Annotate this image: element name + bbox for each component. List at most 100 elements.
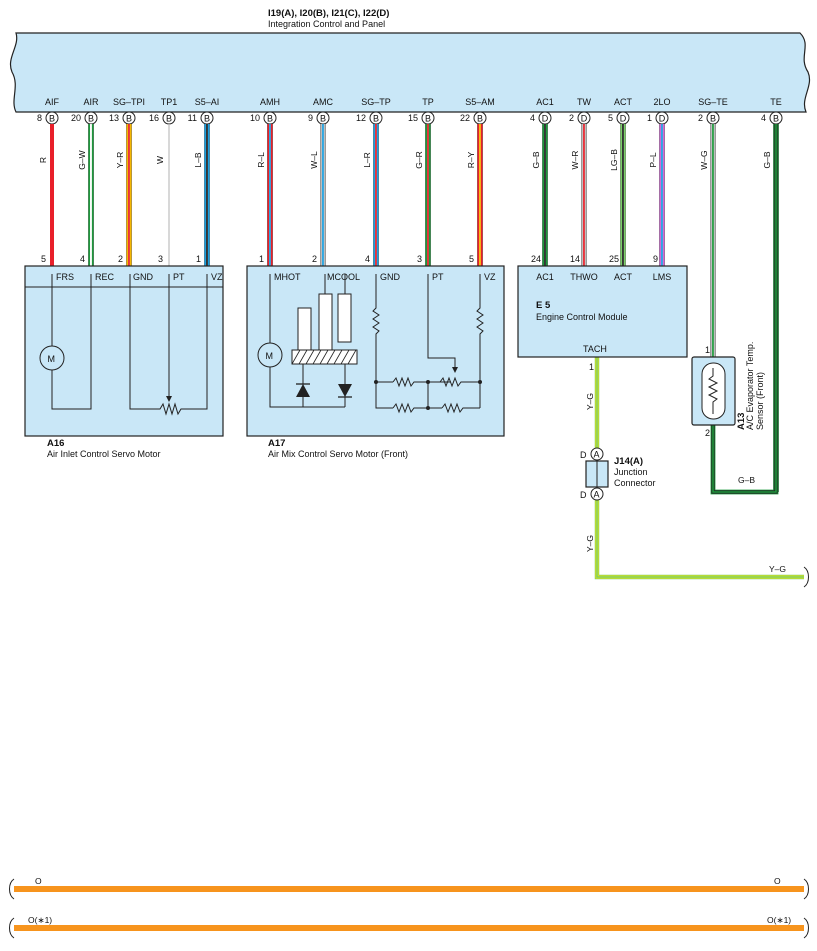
top-pin-name: S5–AI: [195, 97, 220, 107]
connector-letter: B: [88, 114, 94, 124]
top-pin-number: 2: [569, 113, 574, 123]
a17-pin-name: VZ: [484, 272, 496, 282]
bottom-bus-2: O(∗1) O(∗1): [9, 915, 809, 939]
connector-letter: D: [581, 114, 588, 124]
panel-subtitle: Integration Control and Panel: [268, 19, 385, 29]
loop-wire: [710, 124, 779, 495]
tach-wire-upper-label: Y–G: [585, 393, 595, 410]
a17-pin-number: 1: [259, 254, 264, 264]
j14-bottom-connector: A: [594, 490, 600, 500]
top-pin-name: TW: [577, 97, 591, 107]
connector-letter: B: [320, 114, 326, 124]
e5-pin-number: 24: [531, 254, 541, 264]
wire-color-label: R–L: [256, 152, 266, 168]
e5-name: Engine Control Module: [536, 312, 628, 322]
a16-pin-number: 5: [41, 254, 46, 264]
a16-pin-number: 1: [196, 254, 201, 264]
top-pin-number: 2: [698, 113, 703, 123]
e5-pin-name: AC1: [536, 272, 554, 282]
a17-pin-number: 4: [365, 254, 370, 264]
a16-pin-number: 3: [158, 254, 163, 264]
a16-pin-name: PT: [173, 272, 185, 282]
integration-panel: [10, 32, 810, 113]
e5-id: E 5: [536, 300, 551, 311]
j14-top-connector: A: [594, 450, 600, 460]
wire-color-label: G–B: [531, 151, 541, 168]
wire-color-label: Y–R: [115, 152, 125, 169]
a17-pin-number: 3: [417, 254, 422, 264]
a17-pin-name: GND: [380, 272, 401, 282]
a17-diode-1: [296, 384, 310, 397]
top-pin-number: 13: [109, 113, 119, 123]
a16-pin-name: FRS: [56, 272, 74, 282]
a17-pin-number: 5: [469, 254, 474, 264]
top-pin-number: 4: [761, 113, 766, 123]
tach-wire-lower-label: Y–G: [585, 535, 595, 552]
top-pin-number: 16: [149, 113, 159, 123]
top-pin-name: SG–TP: [361, 97, 391, 107]
connector-letter: B: [166, 114, 172, 124]
wire-color-label: G–W: [77, 150, 87, 169]
connector-letter: B: [373, 114, 379, 124]
bus-2-left-label: O(∗1): [28, 915, 52, 925]
connector-letter: B: [126, 114, 132, 124]
top-pin-name: 2LO: [653, 97, 670, 107]
a17-pin-name: MHOT: [274, 272, 301, 282]
bus-1-right-label: O: [774, 876, 781, 886]
top-pin-name: AC1: [536, 97, 554, 107]
bus-2-right-label: O(∗1): [767, 915, 791, 925]
top-pin-number: 8: [37, 113, 42, 123]
top-pin-name: TP1: [161, 97, 178, 107]
a17-pin-name: PT: [432, 272, 444, 282]
e5-pin-number: 25: [609, 254, 619, 264]
j14-id: J14(A): [614, 456, 643, 467]
wire-color-label: G–B: [762, 151, 772, 168]
a13-pin-top: 1: [705, 345, 710, 355]
wire-color-label: G–R: [414, 151, 424, 168]
wire-color-label: W–R: [570, 151, 580, 170]
wire-color-label: W: [155, 156, 165, 164]
a13-loop-wire-label: G–B: [738, 475, 755, 485]
j14-name: Junction: [614, 467, 648, 477]
connector-letter: B: [477, 114, 483, 124]
top-pin-number: 15: [408, 113, 418, 123]
loop-wire: [596, 500, 804, 578]
connector-letter: B: [773, 114, 779, 124]
bottom-bus-1: O O: [9, 876, 809, 900]
a16-id: A16: [47, 438, 64, 449]
a13-pin-bottom: 2: [705, 428, 710, 438]
j14-top-pin: D: [580, 450, 587, 460]
a16-pin-name: REC: [95, 272, 115, 282]
a17-diode-2: [338, 384, 352, 397]
e5-pin-number: 14: [570, 254, 580, 264]
top-pin-name: AIF: [45, 97, 60, 107]
tach-wire-out-label: Y–G: [769, 564, 786, 574]
a17-name: Air Mix Control Servo Motor (Front): [268, 449, 408, 459]
connector-letter: D: [542, 114, 549, 124]
bus-1-left-label: O: [35, 876, 42, 886]
a17-pin-name: MCOOL: [327, 272, 360, 282]
loop-wire: [712, 124, 777, 493]
connector-letter: B: [267, 114, 273, 124]
a13-name: A/C Evaporator Temp.: [745, 342, 755, 430]
top-pin-number: 4: [530, 113, 535, 123]
j14-bottom-pin: D: [580, 490, 587, 500]
top-pin-number: 9: [308, 113, 313, 123]
wire-color-label: R: [38, 157, 48, 163]
connector-letter: B: [710, 114, 716, 124]
wire-color-label: P–L: [648, 152, 658, 167]
connector-letter: D: [659, 114, 666, 124]
top-pin-number: 1: [647, 113, 652, 123]
wire-color-label: R–Y: [466, 151, 476, 168]
j14-junction-connector: A D A D J14(A) Junction Connector: [580, 447, 656, 501]
wire-color-label: LG–B: [609, 149, 619, 171]
top-pin-number: 12: [356, 113, 366, 123]
top-pin-name: ACT: [614, 97, 633, 107]
e5-pin-number: 9: [653, 254, 658, 264]
top-pin-name: AMC: [313, 97, 334, 107]
a16-pin-name: VZ: [211, 272, 223, 282]
top-pin-name: TP: [422, 97, 434, 107]
